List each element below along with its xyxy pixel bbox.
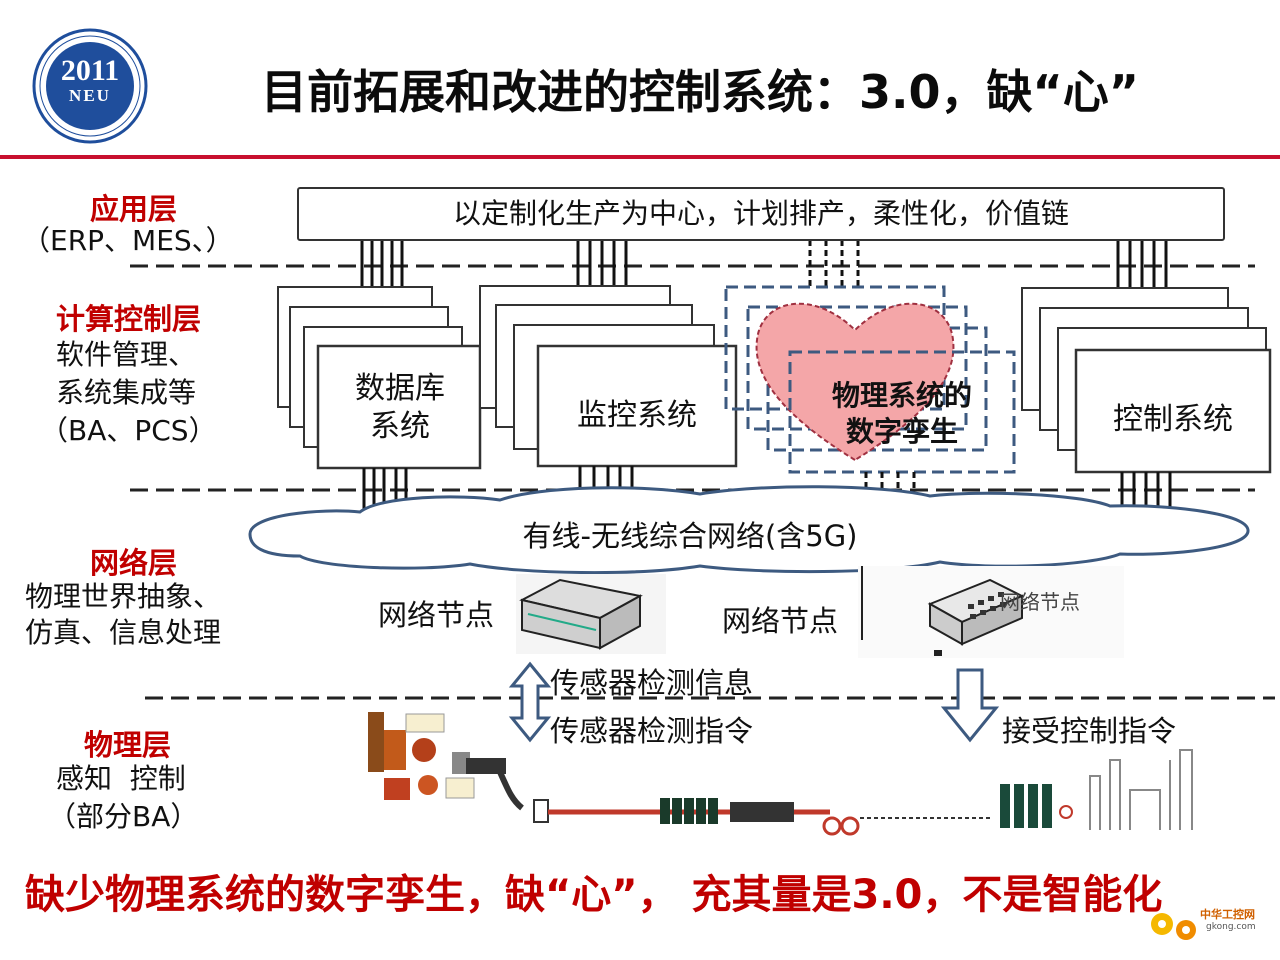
digital-twin-label: 物理系统的 数字孪生	[831, 379, 972, 448]
sensor-info-label: 传感器检测信息	[550, 666, 754, 700]
layer-physical-desc-1: 感知 控制	[56, 762, 186, 795]
network-node-right-device	[858, 566, 1124, 658]
network-cloud	[248, 485, 1250, 575]
application-banner: 以定制化生产为中心，计划排产，柔性化，价值链	[297, 187, 1225, 241]
university-logo	[32, 28, 148, 144]
database-system-label: 数据库 系统	[355, 371, 445, 444]
watermark-url: gkong.com	[1206, 922, 1256, 932]
network-cloud-label: 有线-无线综合网络(含5G)	[522, 519, 858, 553]
bidirectional-arrow	[508, 661, 552, 743]
layer-application-name: 应用层	[90, 192, 178, 226]
monitor-card-stack	[479, 285, 738, 468]
logo-abbr: NEU	[69, 86, 111, 105]
sensor-command-label: 传感器检测指令	[550, 714, 754, 748]
layer-computing-desc-2: 系统集成等	[56, 376, 197, 409]
layer-application-desc: （ERP、MES、）	[22, 224, 234, 257]
page-title: 目前拓展和改进的控制系统：3.0，缺“心”	[261, 65, 1139, 119]
bottom-conclusion: 缺少物理系统的数字孪生，缺“心”， 充其量是3.0，不是智能化	[25, 872, 1163, 918]
monitor-system-label: 监控系统	[577, 398, 697, 433]
database-card-stack	[277, 286, 482, 470]
network-node-left-device	[516, 574, 666, 654]
layer-computing-desc-1: 软件管理、	[56, 338, 197, 371]
layer-physical-desc-2: （部分BA）	[48, 800, 199, 833]
watermark-cn: 中华工控网	[1200, 908, 1255, 921]
heart-shape	[755, 302, 955, 462]
layer-network-name: 网络层	[90, 546, 178, 580]
receive-command-label: 接受控制指令	[1002, 714, 1177, 748]
layer-computing-name: 计算控制层	[56, 302, 202, 336]
production-line-illustration	[368, 712, 1193, 836]
title-rule	[0, 155, 1280, 159]
connector-bundle-twin-top	[808, 240, 860, 290]
layer-network-desc-2: 仿真、信息处理	[25, 616, 222, 649]
layer-network-desc-1: 物理世界抽象、	[25, 580, 222, 613]
connector-bundle-top	[360, 240, 1168, 288]
control-card-stack	[1021, 287, 1272, 474]
logo-year: 2011	[60, 54, 120, 87]
layer-physical-name: 物理层	[84, 728, 172, 762]
layer-computing-desc-3: （BA、PCS）	[40, 414, 217, 447]
digital-twin-stack	[724, 285, 1016, 474]
network-node-photo-caption: 网络节点	[1000, 590, 1080, 614]
control-system-label: 控制系统	[1113, 402, 1233, 437]
network-node-left-label: 网络节点	[378, 598, 495, 632]
gear-watermark-icon	[1151, 913, 1196, 940]
network-node-right-label: 网络节点	[722, 604, 839, 638]
down-arrow	[940, 668, 1000, 743]
